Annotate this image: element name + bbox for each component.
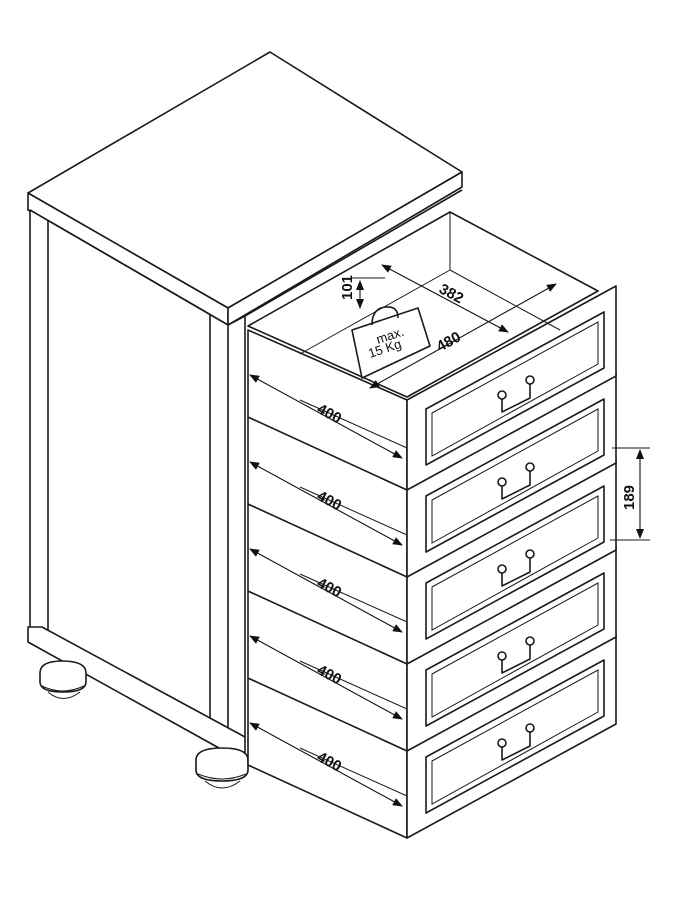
drawer-handle-icon: [501, 471, 531, 500]
drawer-handle-icon: [501, 732, 531, 761]
drawer-front-inset: [425, 572, 605, 727]
cabinet-side-panel: [27, 209, 246, 754]
drawer-handle-icon: [501, 558, 531, 587]
foot-left: [39, 660, 87, 699]
drawer-front-bevel: [431, 408, 599, 544]
label-101: 101: [339, 275, 356, 300]
drawer-front-inset: [425, 485, 605, 640]
cabinet-top: [27, 51, 463, 326]
dimension-arrow: [249, 722, 403, 807]
drawer-front-bevel: [431, 669, 599, 805]
drawer-handle-icon: [501, 384, 531, 413]
drawer-front-inset: [425, 398, 605, 553]
dimension-arrow: [249, 374, 403, 459]
drawer-front-bevel: [431, 495, 599, 631]
dimension-front-height: 189: [610, 447, 650, 541]
drawer-front-bevel: [431, 582, 599, 718]
label-189: 189: [621, 485, 638, 510]
drawer-handle-icon: [501, 645, 531, 674]
dimension-arrow: [249, 461, 403, 546]
dimension-inner-height: 101: [339, 275, 385, 309]
cabinet-front-frame: [227, 189, 463, 737]
foot-right: [195, 747, 249, 789]
dimension-arrow: [249, 635, 403, 720]
dimension-arrow: [249, 548, 403, 633]
drawer-front-inset: [425, 659, 605, 814]
